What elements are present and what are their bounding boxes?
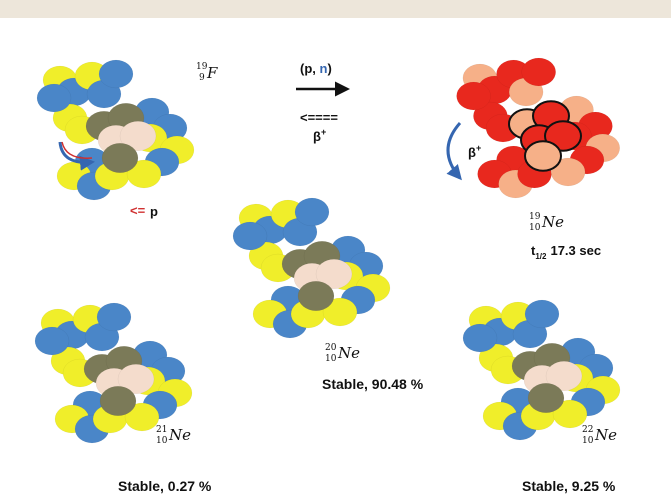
label-neon-21: 21 10 Ne <box>156 425 191 446</box>
rotation-arrow-icon <box>58 141 95 171</box>
neutron <box>34 326 70 356</box>
core-nucleon <box>117 363 155 395</box>
proton <box>124 402 160 432</box>
forward-reaction: (p, n) <box>296 61 350 97</box>
proton <box>322 297 358 327</box>
incoming-proton-label: p <box>150 204 158 219</box>
neutron <box>98 59 134 89</box>
svg-text:10: 10 <box>156 436 168 446</box>
forward-label: (p, n) <box>300 61 332 76</box>
svg-text:Ne: Ne <box>594 426 617 444</box>
label-neon-22: 22 10 Ne <box>582 425 617 446</box>
backward-label: β+ <box>313 127 326 144</box>
core-nucleon <box>297 280 335 312</box>
proton <box>552 399 588 429</box>
nucleus-neon-20 <box>232 197 391 339</box>
core-nucleon <box>545 360 583 392</box>
svg-text:9: 9 <box>199 73 205 83</box>
backward-reaction: <==== β+ <box>300 110 338 144</box>
incoming-proton-arrow: <= <box>130 203 146 218</box>
svg-text:19: 19 <box>529 212 541 222</box>
core-nucleon <box>315 258 353 290</box>
svg-text:10: 10 <box>582 436 594 446</box>
svg-text:21: 21 <box>156 425 167 435</box>
nucleus-fluorine-19 <box>36 59 195 201</box>
nucleus-neon-21 <box>34 302 193 444</box>
label-fluorine-19: 19 9 F <box>196 62 218 83</box>
svg-text:10: 10 <box>325 354 337 364</box>
core-nucleon <box>527 382 565 414</box>
nucleon <box>456 81 491 111</box>
core-nucleon <box>524 140 562 172</box>
svg-text:10: 10 <box>529 223 541 233</box>
decay-label: β+ <box>468 143 481 160</box>
decay-rotation-arrow-icon <box>446 122 462 181</box>
incoming-proton: <= p <box>130 203 158 219</box>
neutron <box>462 323 498 353</box>
svg-text:Ne: Ne <box>541 213 564 231</box>
core-nucleon <box>119 120 157 152</box>
abundance-neon-22: Stable, 9.25 % <box>522 478 616 494</box>
neutron <box>524 299 560 329</box>
label-neon-19: 19 10 Ne <box>529 212 564 233</box>
svg-text:20: 20 <box>325 343 337 353</box>
nucleon <box>550 157 586 187</box>
svg-text:F: F <box>206 64 218 82</box>
svg-text:Ne: Ne <box>337 344 360 362</box>
svg-text:22: 22 <box>582 425 593 435</box>
rotation-arrow-accent <box>61 141 93 159</box>
svg-text:19: 19 <box>196 62 208 72</box>
neutron <box>36 83 72 113</box>
proton <box>126 159 162 189</box>
core-nucleon <box>101 142 139 174</box>
top-border-band <box>0 0 671 18</box>
abundance-neon-20: Stable, 90.48 % <box>322 376 424 392</box>
nucleus-neon-22 <box>462 299 621 441</box>
svg-text:Ne: Ne <box>168 426 191 444</box>
backward-arrow-text: <==== <box>300 110 338 125</box>
neutron <box>232 221 268 251</box>
label-neon-20: 20 10 Ne <box>325 343 360 364</box>
neutron <box>294 197 330 227</box>
abundance-neon-21: Stable, 0.27 % <box>118 478 212 494</box>
core-nucleon <box>99 385 137 417</box>
nucleon <box>521 57 556 87</box>
nucleus-neon-19 <box>456 57 620 199</box>
neutron <box>96 302 132 332</box>
